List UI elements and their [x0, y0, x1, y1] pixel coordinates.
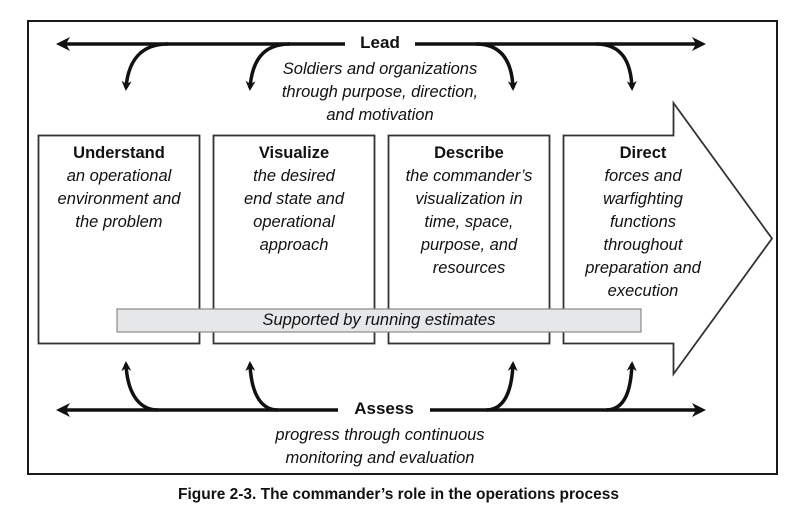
activity-direct: Direct forces and warfighting functions … [560, 142, 726, 303]
assess-arrow [56, 361, 706, 417]
activity-visualize: Visualize the desired end state and oper… [213, 142, 375, 257]
assess-branch-understand [121, 361, 159, 412]
lead-arrow [56, 37, 706, 91]
lead-branch-visualize [245, 42, 291, 91]
figure-caption: Figure 2-3. The commander’s role in the … [177, 486, 619, 503]
activity-description: the desired end state and operational ap… [244, 167, 344, 254]
activity-description: forces and warfighting functions through… [585, 167, 701, 300]
activity-title: Direct [619, 144, 667, 162]
running-estimates-bar [116, 308, 642, 333]
assess-branch-direct [605, 361, 637, 412]
lead-label: Lead [345, 33, 415, 53]
running-estimates-label: Supported by running estimates [262, 311, 496, 329]
assess-branch-visualize [245, 361, 279, 412]
assess-branch-describe [485, 361, 518, 412]
lead-branch-direct [595, 42, 637, 91]
assess-description: progress through continuous monitoring a… [275, 426, 485, 467]
diagram-frame [27, 20, 778, 475]
activity-description: the commander’s visualization in time, s… [405, 167, 533, 277]
activity-title: Understand [73, 144, 165, 162]
assess-label: Assess [338, 399, 430, 419]
lead-branch-describe [475, 42, 518, 91]
lead-description: Soldiers and organizations through purpo… [281, 60, 479, 124]
activity-describe: Describe the commander’s visualization i… [386, 142, 552, 280]
lead-branch-understand [121, 42, 169, 91]
activity-description: an operational environment and the probl… [57, 167, 181, 231]
activity-title: Visualize [258, 144, 330, 162]
activity-title: Describe [434, 144, 504, 162]
activity-understand: Understand an operational environment an… [38, 142, 200, 234]
box-direct-arrow [562, 100, 774, 377]
